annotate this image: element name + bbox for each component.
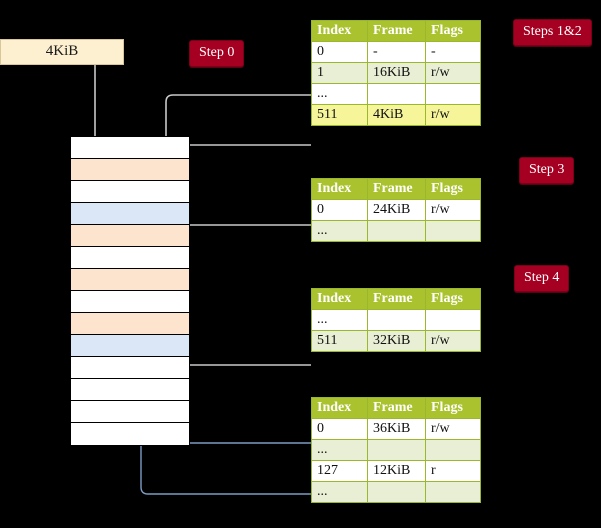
cell-flags: r (425, 460, 481, 482)
cell-frame (367, 220, 426, 242)
cell-index: ... (311, 481, 368, 503)
cell-frame: 16KiB (367, 62, 426, 84)
cell-index: 511 (311, 104, 368, 126)
page-table-1: Index Frame Flags 0 - - 1 16KiB r/w ... (311, 20, 481, 126)
cell-flags: - (425, 41, 481, 63)
cell-index: ... (311, 83, 368, 105)
badge-step-0: Step 0 (189, 40, 245, 67)
cell-index: 127 (311, 460, 368, 482)
column-header-flags: Flags (425, 20, 481, 42)
cell-index: 0 (311, 41, 368, 63)
column-header-index: Index (311, 288, 368, 310)
column-header-index: Index (311, 397, 368, 419)
table-row: 0 - - (311, 41, 481, 63)
memory-cell (71, 181, 189, 203)
column-header-frame: Frame (367, 397, 426, 419)
table-row: ... (311, 439, 481, 461)
column-header-flags: Flags (425, 178, 481, 200)
wire-table1-row511 (177, 144, 311, 244)
table-header-row: Index Frame Flags (311, 20, 481, 42)
cell-flags: r/w (425, 330, 481, 352)
column-header-flags: Flags (425, 397, 481, 419)
memory-cell (71, 401, 189, 423)
badge-steps-1-2: Steps 1&2 (513, 19, 592, 46)
cell-frame: 32KiB (367, 330, 426, 352)
cell-flags: r/w (425, 62, 481, 84)
wire-table3-row511 (177, 299, 311, 366)
page-table-3: Index Frame Flags ... 511 32KiB r/w (311, 288, 481, 352)
memory-cell (71, 379, 189, 401)
table-header-row: Index Frame Flags (311, 397, 481, 419)
column-header-index: Index (311, 178, 368, 200)
memory-column (70, 136, 190, 446)
table-row: ... (311, 481, 481, 503)
cell-flags (425, 309, 481, 331)
cell-index: ... (311, 309, 368, 331)
page-table-2: Index Frame Flags 0 24KiB r/w ... (311, 178, 481, 242)
memory-cell (71, 159, 189, 181)
memory-cell (71, 203, 189, 225)
table-header-row: Index Frame Flags (311, 178, 481, 200)
column-header-frame: Frame (367, 20, 426, 42)
memory-cell (71, 247, 189, 269)
cell-index: 511 (311, 330, 368, 352)
badge-step-4: Step 4 (514, 265, 570, 292)
frame-box-4kib: 4KiB (0, 39, 124, 65)
cell-frame (367, 481, 426, 503)
cell-frame: 12KiB (367, 460, 426, 482)
table-header-row: Index Frame Flags (311, 288, 481, 310)
cell-frame (367, 83, 426, 105)
cell-index: 1 (311, 62, 368, 84)
memory-cell (71, 137, 189, 159)
memory-cell (71, 357, 189, 379)
cell-frame (367, 439, 426, 461)
cell-frame: 36KiB (367, 418, 426, 440)
cell-index: 0 (311, 418, 368, 440)
memory-cell (71, 335, 189, 357)
column-header-frame: Frame (367, 288, 426, 310)
memory-cell (71, 269, 189, 291)
column-header-flags: Flags (425, 288, 481, 310)
cell-flags (425, 220, 481, 242)
cell-flags (425, 481, 481, 503)
memory-cell (71, 423, 189, 445)
table-row: 0 36KiB r/w (311, 418, 481, 440)
cell-flags (425, 439, 481, 461)
cell-frame: - (367, 41, 426, 63)
table-row: 0 24KiB r/w (311, 199, 481, 221)
cell-index: ... (311, 220, 368, 242)
cell-index: 0 (311, 199, 368, 221)
memory-cell (71, 313, 189, 335)
page-table-4: Index Frame Flags 0 36KiB r/w ... 127 12… (311, 397, 481, 503)
memory-cell (71, 291, 189, 313)
cell-flags: r/w (425, 199, 481, 221)
table-row: 127 12KiB r (311, 460, 481, 482)
table-row: 511 32KiB r/w (311, 330, 481, 352)
table-row: 1 16KiB r/w (311, 62, 481, 84)
cell-flags (425, 83, 481, 105)
column-header-index: Index (311, 20, 368, 42)
table-row: ... (311, 220, 481, 242)
cell-frame: 24KiB (367, 199, 426, 221)
cell-flags: r/w (425, 418, 481, 440)
column-header-frame: Frame (367, 178, 426, 200)
table-row: ... (311, 83, 481, 105)
cell-frame: 4KiB (367, 104, 426, 126)
memory-cell (71, 225, 189, 247)
table-row: 511 4KiB r/w (311, 104, 481, 126)
table-row: ... (311, 309, 481, 331)
wire-table2-row0 (177, 224, 311, 266)
cell-flags: r/w (425, 104, 481, 126)
badge-step-3: Step 3 (519, 157, 575, 184)
cell-index: ... (311, 439, 368, 461)
cell-frame (367, 309, 426, 331)
